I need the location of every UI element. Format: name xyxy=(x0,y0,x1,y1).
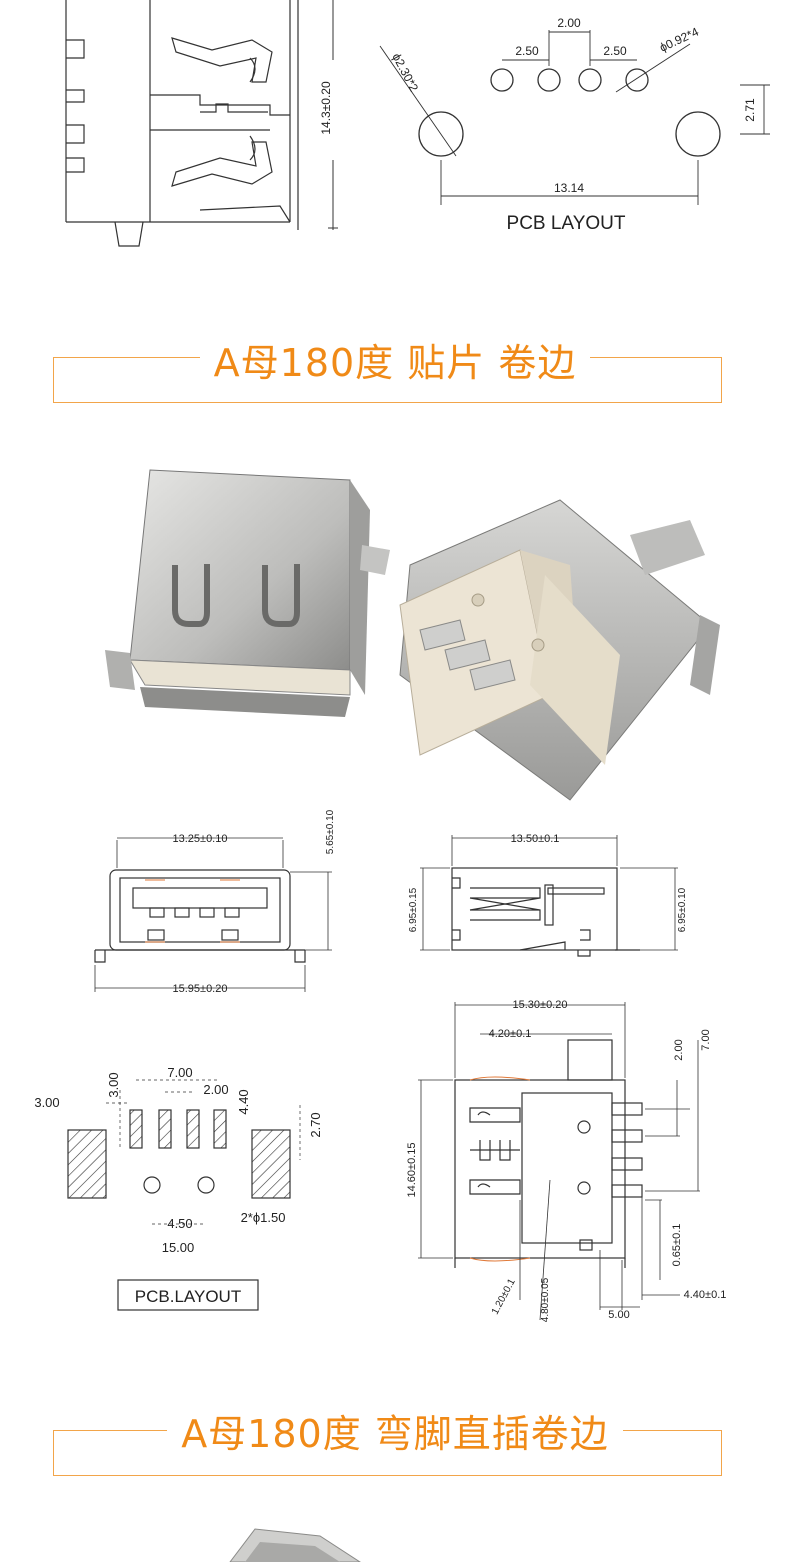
pcb-span-label: 7.00 xyxy=(167,1065,192,1080)
top-right-dim-a-label: 2.00 xyxy=(673,1039,685,1060)
front-view-highlight xyxy=(145,879,240,943)
pcb-offset-label: 2.70 xyxy=(308,1112,323,1137)
front-dims xyxy=(94,837,332,992)
top-right-dim-b-label: 7.00 xyxy=(700,1029,712,1050)
front-height-label: 5.65±0.10 xyxy=(325,809,336,854)
height-dimension xyxy=(328,0,338,230)
smt-pcb-dims xyxy=(106,1079,301,1225)
smt-mechanical-drawing: 13.25±0.10 15.95±0.20 5.65±0.10 13.50±0.… xyxy=(34,809,727,1322)
pcb-holes xyxy=(418,68,721,157)
top-bottom-dim-label: 5.00 xyxy=(608,1309,629,1321)
section-title-smt: A母180度 贴片 卷边 xyxy=(0,341,790,385)
pcb-pitch-left-label: 2.50 xyxy=(515,44,539,58)
side-width-label: 13.50±0.1 xyxy=(511,833,560,845)
section-title-dip: A母180度 弯脚直插卷边 xyxy=(0,1412,790,1456)
front-view xyxy=(94,869,306,963)
top-length-label: 14.60±0.15 xyxy=(406,1143,418,1198)
pcb-offset-label: 2.71 xyxy=(743,98,757,122)
pcb-hole-spec-label: 2*ϕ1.50 xyxy=(241,1210,286,1225)
connector-front-image xyxy=(105,469,390,717)
pcb-dim-lines xyxy=(379,30,770,205)
pcb-pitch-label: 2.00 xyxy=(203,1082,228,1097)
pcb-pad-length-label: 4.40 xyxy=(236,1089,251,1114)
top-inner-width-label: 4.20±0.1 xyxy=(489,1028,532,1040)
top-pin-depth-label: 4.40±0.1 xyxy=(684,1289,727,1301)
top-width-label: 15.30±0.20 xyxy=(513,999,568,1011)
height-dim-label: 14.3±0.20 xyxy=(319,81,333,135)
side-view xyxy=(451,867,640,957)
product-photo-dip-cropped xyxy=(229,1528,361,1562)
pcb-width-label: 13.14 xyxy=(554,181,584,195)
connector-rear-image xyxy=(399,499,720,801)
side-dims xyxy=(420,835,678,951)
pcb-hole-pitch-label: 4.50 xyxy=(167,1216,192,1231)
pcb-pitch-center-label: 2.00 xyxy=(557,16,581,30)
smt-pcb-pads xyxy=(67,1109,291,1199)
top-view-highlight xyxy=(469,1076,531,1262)
front-top-width-label: 13.25±0.10 xyxy=(173,833,228,845)
front-bottom-width-label: 15.95±0.20 xyxy=(173,983,228,995)
side-right-height-label: 6.95±0.10 xyxy=(677,887,688,932)
pcb-left-pad-label: 3.00 xyxy=(34,1095,59,1110)
connector-top-view xyxy=(65,0,299,247)
pcb-pitch-right-label: 2.50 xyxy=(603,44,627,58)
top-peg-b-label: 4.80±0.05 xyxy=(540,1277,551,1322)
pcb-total-width-label: 15.00 xyxy=(162,1240,195,1255)
top-peg-a-label: 1.20±0.1 xyxy=(490,1277,518,1317)
pcb-layout-caption-smt: PCB.LAYOUT xyxy=(135,1287,241,1306)
pcb-pad-height-label: 3.00 xyxy=(106,1072,121,1097)
pcb-large-hole-label: ϕ2.30*2 xyxy=(389,51,421,94)
top-mechanical-drawing: 14.3±0.20 2.00 2.50 2.50 ϕ0.92*4 ϕ2.30*2… xyxy=(65,0,770,247)
top-dims xyxy=(418,1002,700,1321)
side-left-height-label: 6.95±0.15 xyxy=(408,887,419,932)
product-photo-smt xyxy=(105,469,720,801)
pcb-caption-box xyxy=(117,1279,259,1311)
top-pin-offset-label: 0.65±0.1 xyxy=(671,1224,683,1267)
pcb-small-hole-label: ϕ0.92*4 xyxy=(657,24,701,54)
top-view xyxy=(454,1039,643,1268)
pcb-layout-caption: PCB LAYOUT xyxy=(507,213,626,234)
